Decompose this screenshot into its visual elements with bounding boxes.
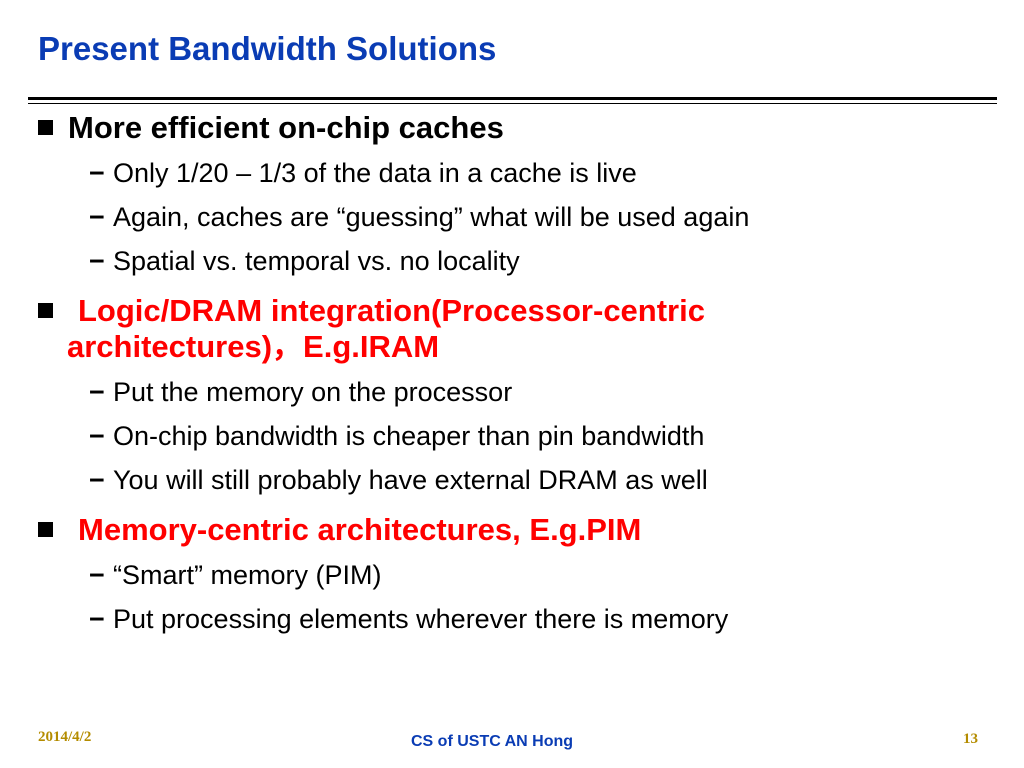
bullet-text: More efficient on-chip caches bbox=[68, 110, 504, 145]
dash-bullet-icon: − bbox=[89, 377, 105, 407]
page-number: 13 bbox=[963, 731, 978, 747]
sub-item: − Put the memory on the processor bbox=[89, 370, 988, 414]
square-bullet-icon bbox=[38, 303, 53, 318]
dash-bullet-icon: − bbox=[89, 158, 105, 188]
bullet-item-logic-dram: Logic/DRAM integration(Processor-centric… bbox=[38, 293, 988, 365]
sub-item-text: Again, caches are “guessing” what will b… bbox=[113, 202, 750, 232]
sub-item: − Put processing elements wherever there… bbox=[89, 597, 988, 641]
sub-list-memory-centric: − “Smart” memory (PIM) − Put processing … bbox=[89, 553, 988, 641]
title-divider-thin bbox=[28, 103, 997, 104]
bullet-item-caches: More efficient on-chip caches bbox=[38, 110, 988, 146]
sub-item-text: On-chip bandwidth is cheaper than pin ba… bbox=[113, 421, 705, 451]
sub-item: − Only 1/20 – 1/3 of the data in a cache… bbox=[89, 151, 988, 195]
bullet-item-memory-centric: Memory-centric architectures, E.g.PIM bbox=[38, 512, 988, 548]
dash-bullet-icon: − bbox=[89, 465, 105, 495]
dash-bullet-icon: − bbox=[89, 246, 105, 276]
bullet-list: More efficient on-chip caches − Only 1/2… bbox=[38, 110, 988, 641]
sub-item-text: Put processing elements wherever there i… bbox=[113, 604, 729, 634]
slide-title: Present Bandwidth Solutions bbox=[38, 30, 497, 67]
sub-list-logic-dram: − Put the memory on the processor − On-c… bbox=[89, 370, 988, 502]
square-bullet-icon bbox=[38, 522, 53, 537]
bullet-text-line2: architectures)，E.g.IRAM bbox=[67, 329, 440, 364]
sub-item-text: Only 1/20 – 1/3 of the data in a cache i… bbox=[113, 158, 637, 188]
bullet-text: Memory-centric architectures, E.g.PIM bbox=[78, 512, 642, 547]
sub-list-caches: − Only 1/20 – 1/3 of the data in a cache… bbox=[89, 151, 988, 283]
footer-date: 2014/4/2 bbox=[38, 729, 92, 745]
sub-item-text: Put the memory on the processor bbox=[113, 377, 513, 407]
dash-bullet-icon: − bbox=[89, 604, 105, 634]
dash-bullet-icon: − bbox=[89, 560, 105, 590]
sub-item: − Again, caches are “guessing” what will… bbox=[89, 195, 988, 239]
sub-item-text: You will still probably have external DR… bbox=[113, 465, 708, 495]
sub-item-text: Spatial vs. temporal vs. no locality bbox=[113, 246, 520, 276]
sub-item-text: “Smart” memory (PIM) bbox=[113, 560, 382, 590]
square-bullet-icon bbox=[38, 120, 53, 135]
dash-bullet-icon: − bbox=[89, 421, 105, 451]
dash-bullet-icon: − bbox=[89, 202, 105, 232]
sub-item: − On-chip bandwidth is cheaper than pin … bbox=[89, 414, 988, 458]
sub-item: − “Smart” memory (PIM) bbox=[89, 553, 988, 597]
sub-item: − You will still probably have external … bbox=[89, 458, 988, 502]
bullet-text-line1: Logic/DRAM integration(Processor-centric bbox=[78, 293, 705, 328]
footer-author: CS of USTC AN Hong bbox=[411, 733, 574, 750]
title-divider-thick bbox=[28, 97, 997, 100]
sub-item: − Spatial vs. temporal vs. no locality bbox=[89, 239, 988, 283]
